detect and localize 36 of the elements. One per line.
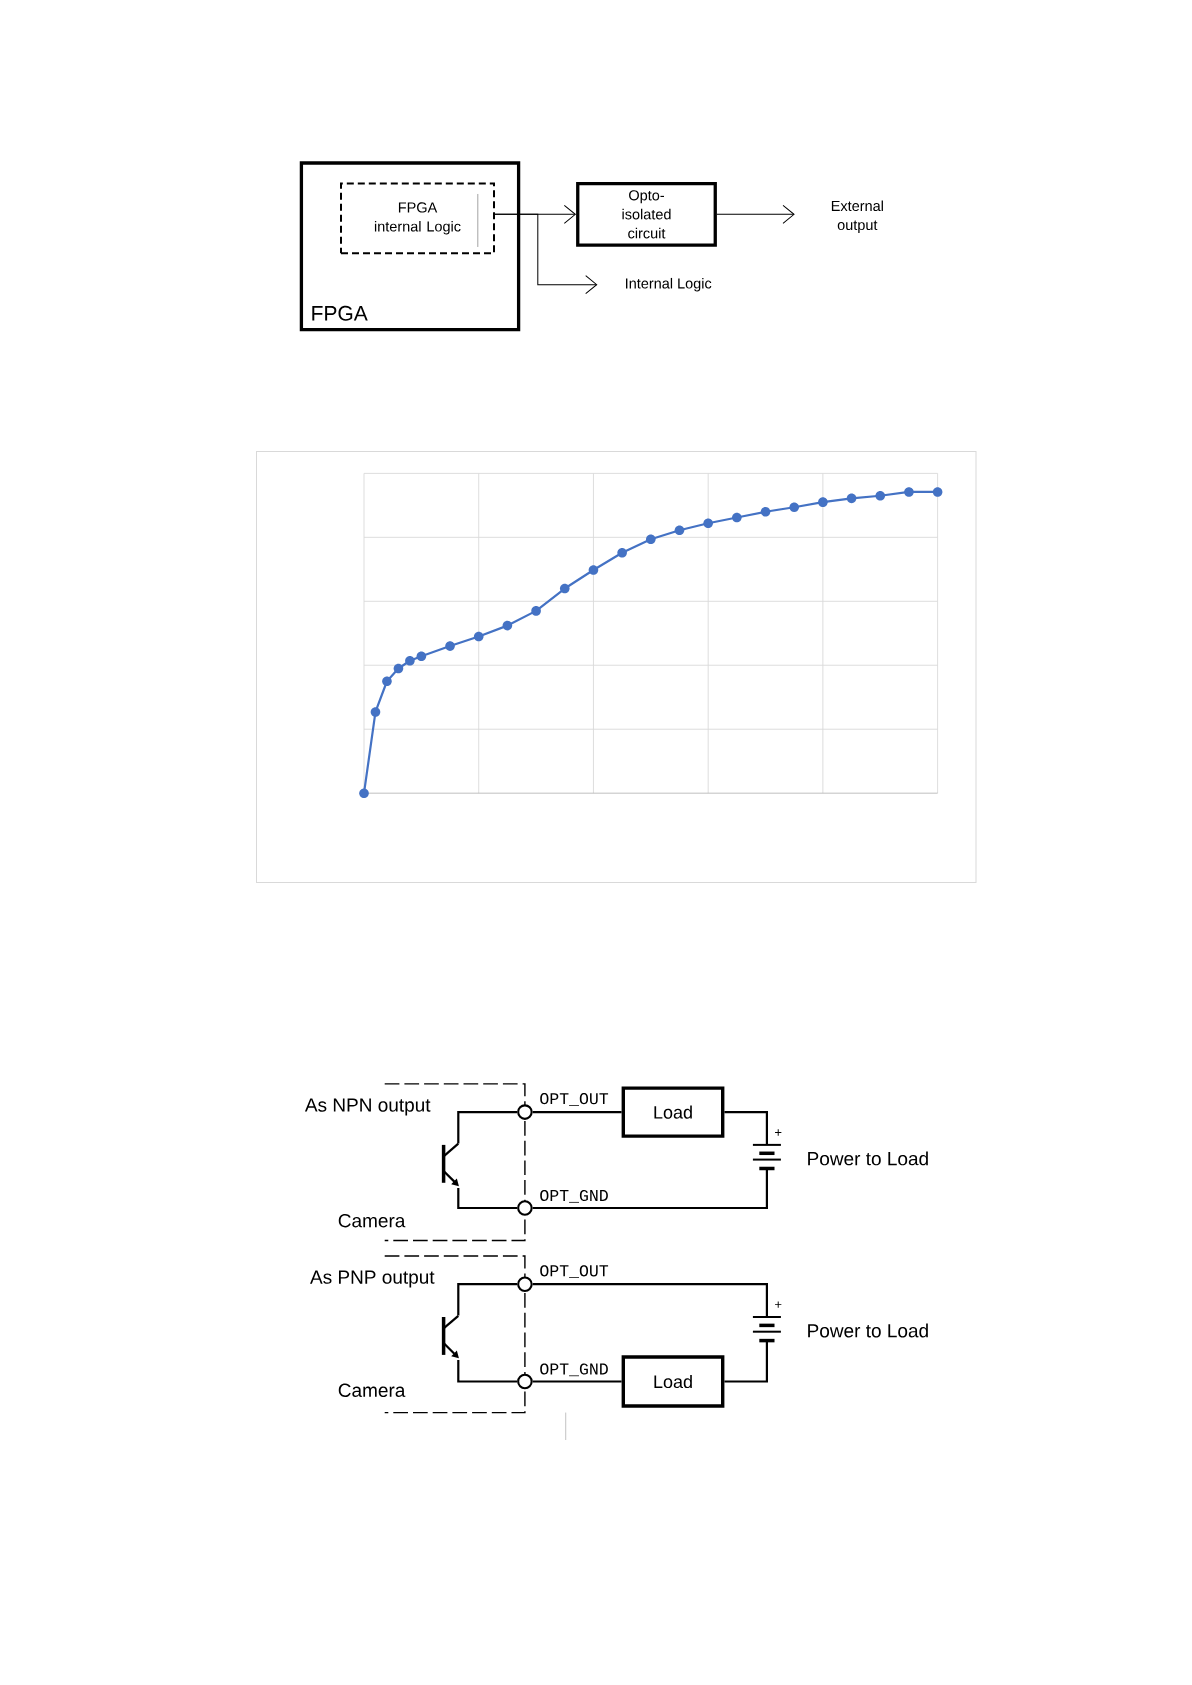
load-box: Load <box>621 1355 725 1408</box>
terminal-label: OPT_GND <box>540 1189 608 1203</box>
load-box: Load <box>621 1086 725 1138</box>
polarity-sign: + <box>775 1301 782 1308</box>
wire <box>457 1283 518 1316</box>
dashed-box: FPGA internal Logic <box>340 182 495 255</box>
signal-label: Internal Logic <box>626 277 712 292</box>
terminal-label: OPT_GND <box>540 1363 608 1377</box>
terminal-circle <box>517 1200 533 1216</box>
polarity-sign: + <box>775 1129 782 1136</box>
arrow <box>716 204 795 224</box>
circuit-heading: As NPN output <box>304 1098 431 1116</box>
wire <box>532 1111 622 1114</box>
terminal-label: OPT_OUT <box>540 1093 609 1106</box>
wire <box>457 1188 518 1210</box>
terminal-circle <box>517 1104 533 1120</box>
battery-symbol <box>751 1143 782 1171</box>
wire <box>532 1283 768 1317</box>
process-box: Opto- isolated circuit <box>576 181 717 247</box>
wire <box>457 1360 518 1383</box>
battery-label: Power to Load <box>808 1151 928 1166</box>
wire <box>532 1380 622 1383</box>
terminal-label: OPT_OUT <box>540 1265 609 1278</box>
terminal-circle <box>517 1373 533 1390</box>
wire <box>457 1111 518 1144</box>
battery-symbol <box>751 1316 782 1343</box>
terminal-circle <box>517 1276 533 1292</box>
device-label: Camera <box>338 1213 406 1228</box>
circuit-heading: As PNP output <box>310 1270 435 1288</box>
signal-label: External output <box>831 200 883 233</box>
device-label: Camera <box>338 1383 406 1397</box>
wire <box>724 1111 768 1145</box>
wire <box>532 1168 768 1210</box>
arrow <box>494 213 598 295</box>
battery-label: Power to Load <box>808 1323 928 1338</box>
wire <box>724 1340 768 1383</box>
